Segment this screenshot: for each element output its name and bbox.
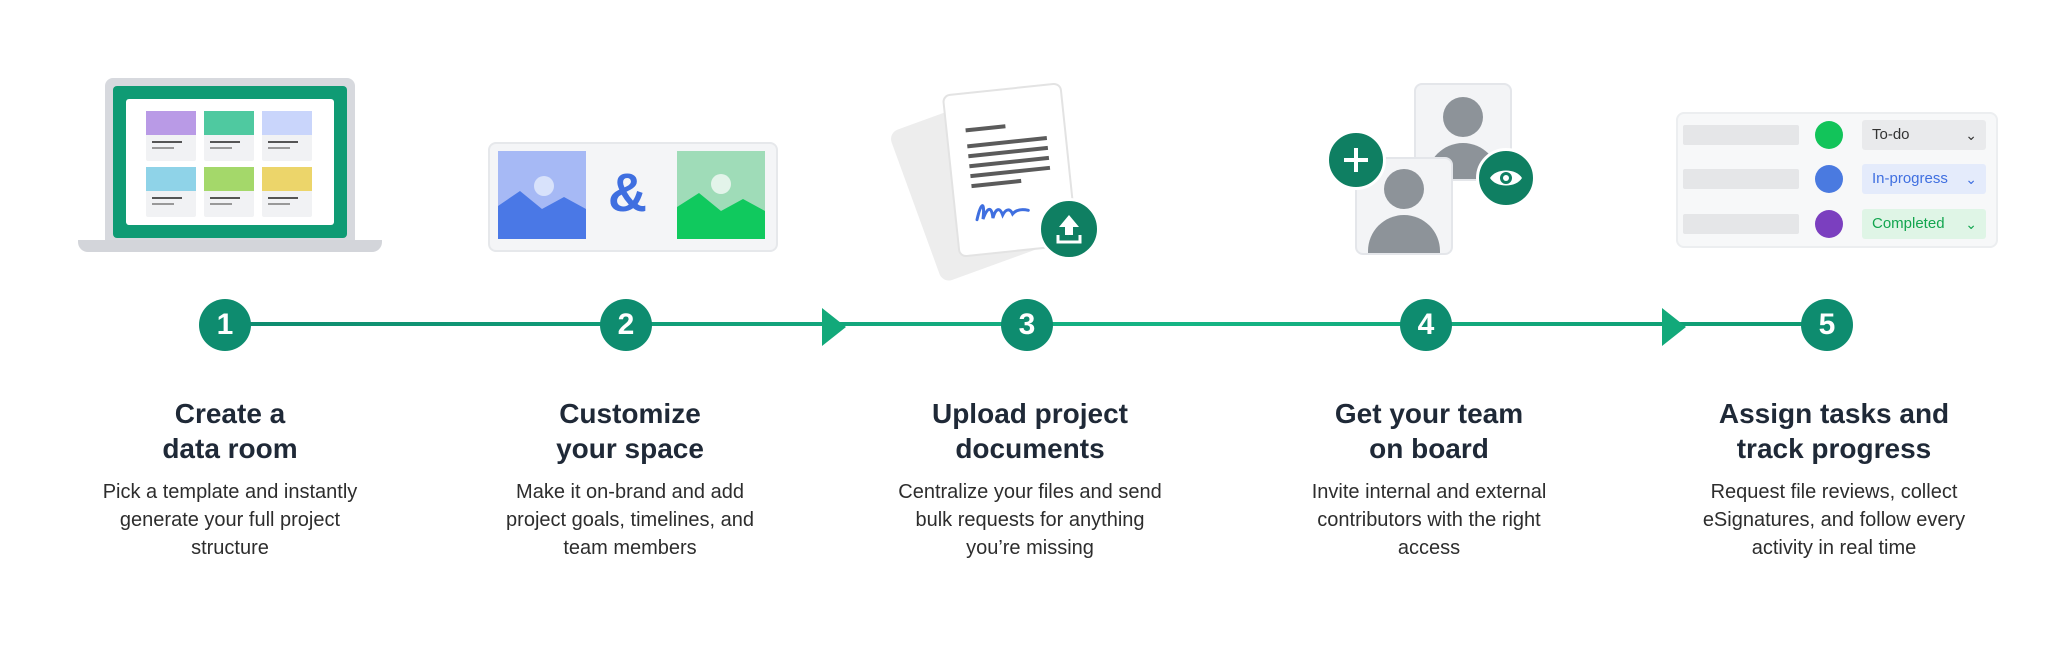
laptop-base — [78, 240, 382, 252]
image-icon — [677, 151, 765, 239]
avatar — [1443, 97, 1483, 137]
step-description: Pick a template and instantly generate y… — [102, 481, 358, 559]
step-title: Get your team on board — [1334, 398, 1524, 464]
folder-icon — [204, 167, 254, 217]
step-title: Upload project documents — [931, 398, 1128, 464]
eye-icon — [1476, 148, 1536, 208]
status-dropdown-todo[interactable]: To-do ⌄ — [1862, 120, 1986, 150]
plus-icon — [1326, 130, 1386, 190]
data-room-grid — [126, 99, 334, 225]
status-dropdown-completed[interactable]: Completed ⌄ — [1862, 209, 1986, 239]
folder-icon — [262, 111, 312, 161]
status-label: Completed — [1872, 215, 1945, 232]
person-card — [1355, 157, 1453, 255]
chevron-down-icon: ⌄ — [1965, 216, 1977, 232]
folder-icon — [204, 111, 254, 161]
chevron-down-icon: ⌄ — [1965, 171, 1977, 187]
image-icon — [498, 151, 586, 239]
step-title: Customize your space — [556, 398, 704, 464]
arrow-icon — [1662, 308, 1686, 346]
status-dot — [1815, 121, 1843, 149]
task-placeholder — [1683, 125, 1799, 145]
step-number-3: 3 — [1001, 299, 1053, 351]
avatar — [1384, 169, 1424, 209]
step-number-2: 2 — [600, 299, 652, 351]
folder-icon — [262, 167, 312, 217]
step-description: Invite internal and external contributor… — [1311, 481, 1547, 559]
arrow-icon — [822, 308, 846, 346]
step-description: Make it on-brand and add project goals, … — [506, 481, 754, 559]
step-title: Create a data room — [162, 398, 298, 464]
folder-icon — [146, 111, 196, 161]
step-number-4: 4 — [1400, 299, 1452, 351]
status-label: In-progress — [1872, 170, 1948, 187]
task-placeholder — [1683, 169, 1799, 189]
step-description: Centralize your files and send bulk requ… — [898, 481, 1162, 559]
task-placeholder — [1683, 214, 1799, 234]
upload-icon — [1038, 198, 1100, 260]
document-icon — [941, 82, 1079, 258]
chevron-down-icon: ⌄ — [1965, 127, 1977, 143]
status-dropdown-in-progress[interactable]: In-progress ⌄ — [1862, 164, 1986, 194]
step-title: Assign tasks and track progress — [1718, 398, 1950, 464]
folder-icon — [146, 167, 196, 217]
status-dot — [1815, 165, 1843, 193]
step-number-5: 5 — [1801, 299, 1853, 351]
signature-icon — [975, 204, 1030, 222]
ampersand: & — [608, 163, 647, 223]
step-number-1: 1 — [199, 299, 251, 351]
step-description: Request file reviews, collect eSignature… — [1702, 481, 1966, 559]
status-dot — [1815, 210, 1843, 238]
status-label: To-do — [1872, 126, 1910, 143]
